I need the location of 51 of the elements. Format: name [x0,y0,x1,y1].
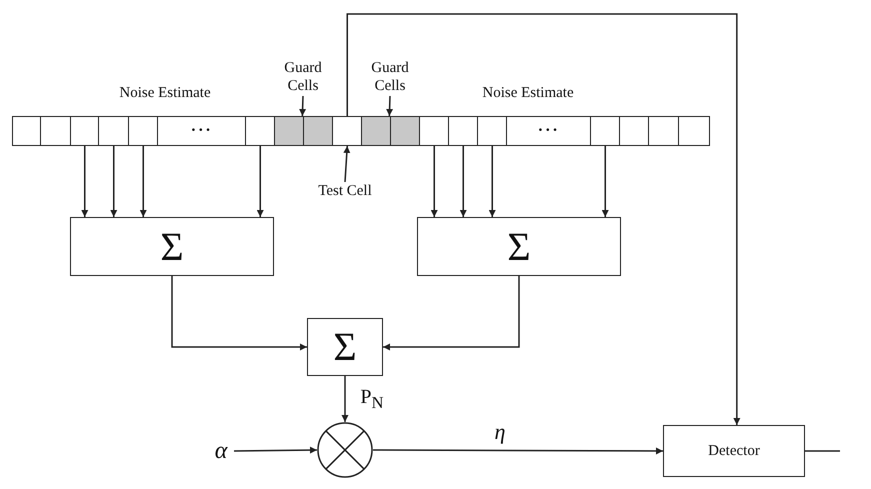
arrow [343,146,350,182]
arrow [383,276,520,350]
reference-cell [448,116,478,146]
test-cell-label: Test Cell [310,182,380,200]
arrow [430,146,438,217]
summation-box: Σ [307,318,383,376]
reference-cell: ··· [157,116,246,146]
reference-cell [40,116,72,146]
arrow [110,146,118,217]
arrow [460,146,467,217]
summation-box: Σ [70,217,274,276]
reference-cell [590,116,620,146]
reference-cell: ··· [506,116,592,146]
arrow [488,146,496,217]
reference-cell [12,116,42,146]
reference-cell [419,116,450,146]
arrow [299,96,306,116]
noise-estimate-label: Noise Estimate [481,84,575,102]
arrow [373,447,663,454]
reference-cell [648,116,680,146]
reference-cell [98,116,130,146]
reference-cell [477,116,508,146]
arrow [386,96,394,116]
arrow [256,146,264,217]
reference-cell [678,116,710,146]
reference-cell [128,116,158,146]
guard-cell [303,116,334,146]
arrow [81,146,88,217]
guard-cell [361,116,392,146]
arrow [171,276,307,350]
reference-cell [70,116,100,146]
guard-cell [390,116,420,146]
guard-cells-label: Guard Cells [366,58,414,96]
reference-cell [619,116,650,146]
test-cell [332,116,362,146]
multiplier-circle [317,422,373,478]
guard-cells-label: Guard Cells [279,58,327,96]
reference-cell [245,116,276,146]
detector-box: Detector [663,425,805,477]
arrow [346,13,740,425]
line [805,450,840,452]
edge-label: η [494,420,506,444]
alpha-symbol: α [208,438,234,464]
edge-label: P$_{N}$ [359,385,385,414]
arrow [342,376,348,422]
arrow [602,146,609,217]
arrow [140,146,147,217]
arrow [234,446,318,454]
guard-cell [274,116,304,146]
noise-estimate-label: Noise Estimate [118,84,212,102]
summation-box: Σ [417,217,621,276]
